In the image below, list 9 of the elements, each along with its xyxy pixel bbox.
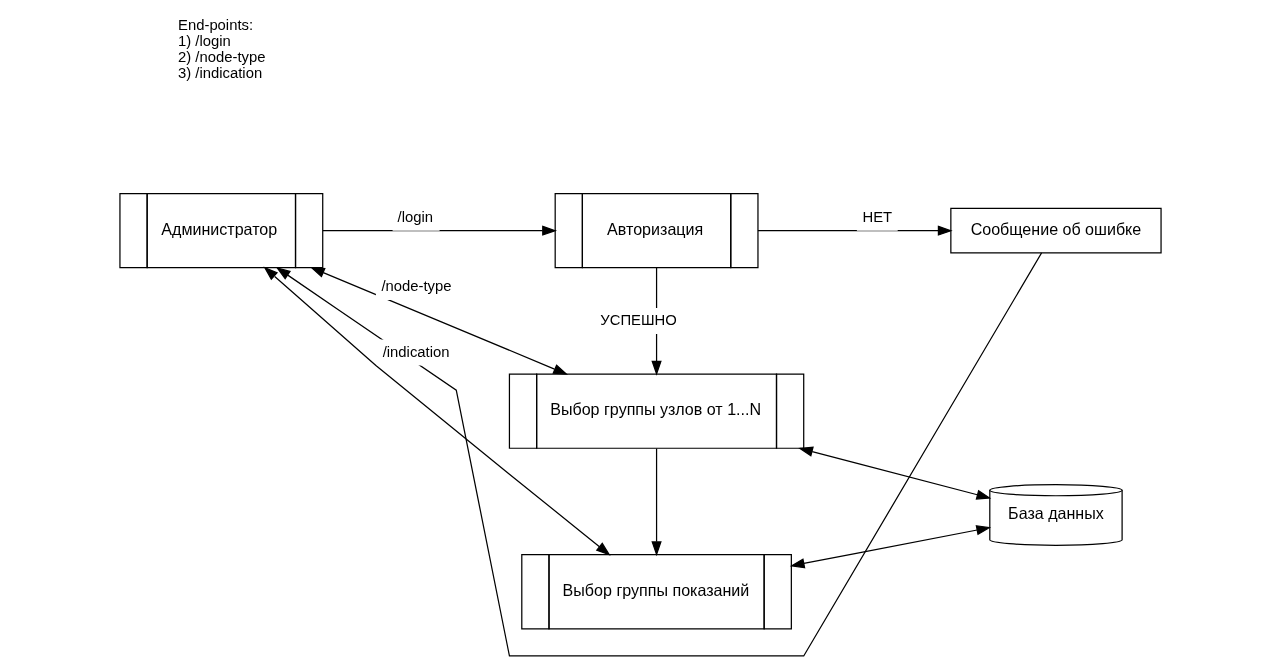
edge-label: /indication: [382, 343, 449, 360]
label: 1) /login: [177, 32, 231, 49]
edge-label: /node-type: [380, 278, 452, 295]
edge-label: /login: [397, 209, 433, 226]
label: 3) /indication: [177, 65, 262, 82]
label: 2) /node-type: [177, 48, 265, 65]
edge-label: УСПЕШНО: [599, 312, 677, 329]
edge-label: НЕТ: [861, 209, 892, 226]
label: End-points:: [177, 16, 253, 33]
